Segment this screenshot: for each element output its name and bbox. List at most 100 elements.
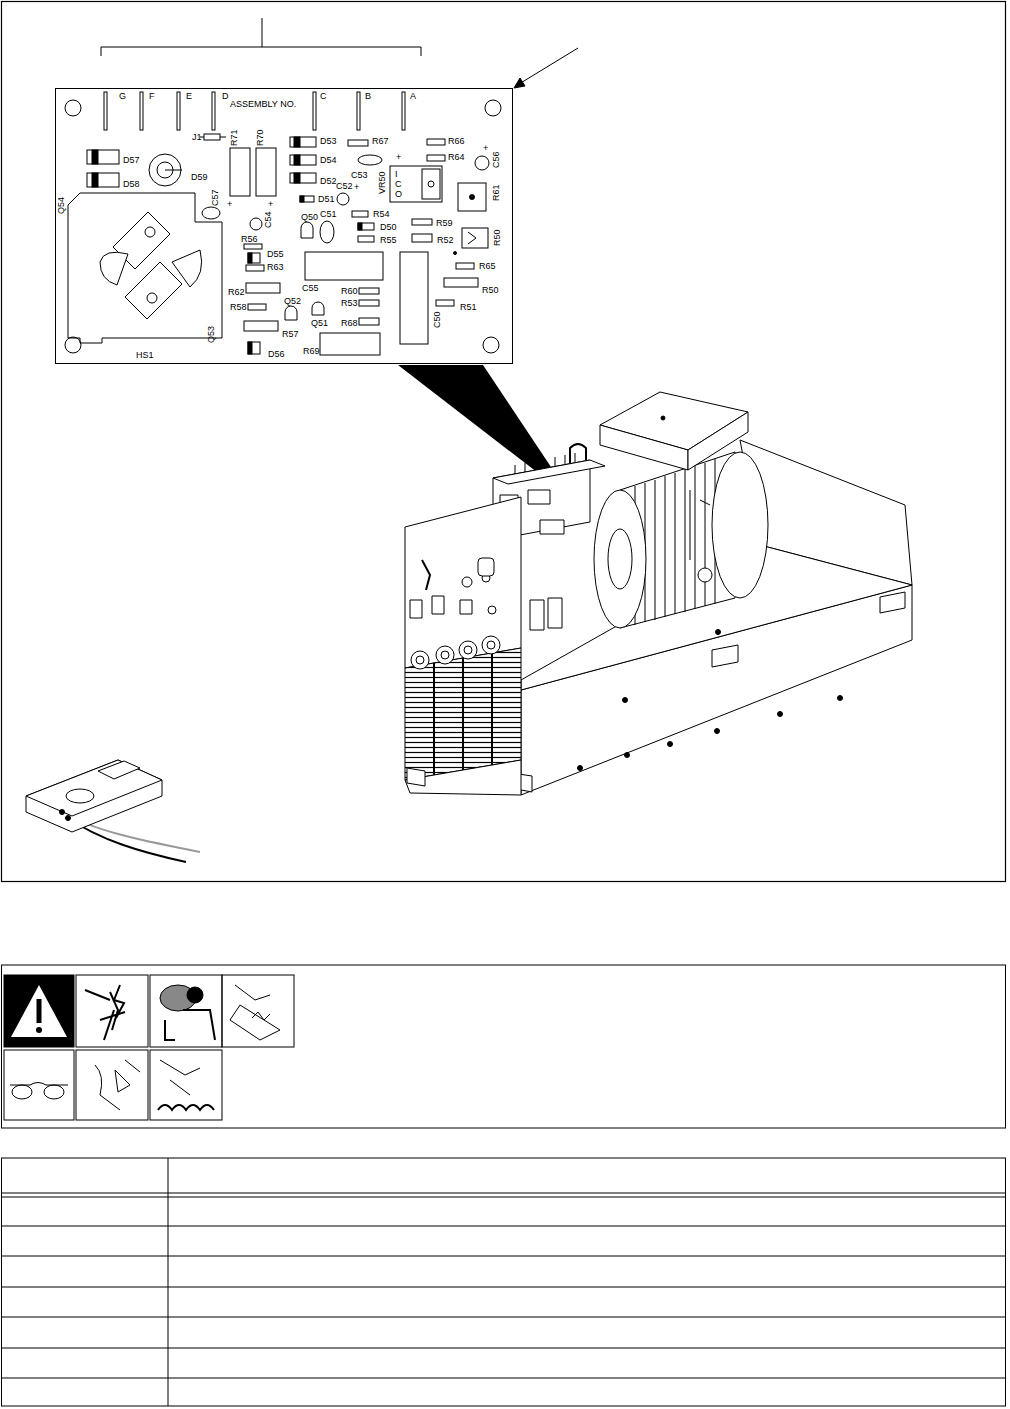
board-parts-part bbox=[454, 252, 457, 255]
board-parts-part bbox=[475, 156, 489, 170]
part-label: R58 bbox=[230, 303, 247, 312]
part-label: D57 bbox=[123, 156, 140, 165]
multimeter-part bbox=[26, 760, 162, 816]
welding-generator-part bbox=[478, 558, 494, 576]
part-label: R56 bbox=[241, 235, 258, 244]
welding-generator-part bbox=[690, 490, 710, 560]
safety-symbols-part bbox=[150, 975, 222, 1047]
welding-generator-part bbox=[515, 453, 575, 474]
safety-symbols-part bbox=[85, 990, 125, 1040]
part-label: D59 bbox=[191, 173, 208, 182]
welding-generator-part bbox=[880, 592, 905, 613]
board-parts-part bbox=[470, 195, 475, 200]
board-parts-part bbox=[250, 218, 262, 230]
part-label: R71 bbox=[230, 129, 239, 146]
safety-symbols-part bbox=[230, 985, 280, 1040]
board-parts-part bbox=[92, 150, 98, 164]
board-parts-part bbox=[485, 100, 501, 116]
welding-generator-part bbox=[493, 460, 605, 484]
part-label: J1 bbox=[192, 133, 202, 142]
board-parts-part bbox=[68, 193, 222, 343]
welding-generator-part bbox=[405, 648, 521, 780]
part-label: I bbox=[395, 170, 398, 179]
part-label: G bbox=[119, 92, 126, 101]
part-label: C55 bbox=[302, 284, 319, 293]
part-label: R68 bbox=[341, 319, 358, 328]
safety-symbols-part bbox=[252, 1012, 270, 1020]
board-parts-part bbox=[359, 318, 379, 325]
part-label: R54 bbox=[373, 210, 390, 219]
board-parts-part bbox=[65, 337, 81, 353]
safety-symbols-part bbox=[37, 999, 42, 1023]
welding-generator-part bbox=[578, 766, 583, 771]
welding-generator-part bbox=[530, 600, 544, 630]
welding-generator-part bbox=[411, 651, 429, 669]
board-parts-part bbox=[248, 253, 260, 263]
board-parts-part bbox=[320, 333, 380, 355]
board-parts-part bbox=[357, 92, 360, 130]
part-label: C50 bbox=[433, 311, 442, 328]
part-label: R62 bbox=[228, 288, 245, 297]
part-label: + bbox=[354, 183, 359, 192]
board-parts-part bbox=[294, 155, 300, 165]
welding-generator-part bbox=[838, 696, 843, 701]
board-parts-part bbox=[358, 155, 382, 165]
circuit-board: GFEDASSEMBLY NO.CBAJ1R71R70D53R67R66D57D… bbox=[55, 88, 513, 364]
part-label: D53 bbox=[320, 137, 337, 146]
welding-generator-part bbox=[434, 653, 492, 775]
board-parts-part bbox=[348, 140, 368, 146]
board-parts-part bbox=[427, 155, 445, 161]
board-parts-part bbox=[400, 252, 428, 344]
safety-symbols-part bbox=[4, 975, 74, 1047]
welding-generator-part bbox=[488, 606, 496, 614]
welding-generator-part bbox=[548, 598, 562, 628]
board-parts-part bbox=[462, 228, 488, 248]
board-parts-part bbox=[458, 183, 486, 211]
welding-generator-part bbox=[482, 636, 500, 654]
multimeter bbox=[26, 760, 200, 862]
board-parts-part bbox=[92, 173, 98, 187]
board-parts-part bbox=[104, 92, 107, 130]
part-label: D52 bbox=[320, 177, 337, 186]
board-parts-part bbox=[313, 92, 316, 130]
board-parts-part bbox=[456, 263, 474, 269]
part-label: D56 bbox=[268, 350, 285, 359]
board-parts-part bbox=[177, 92, 180, 130]
welding-generator-part bbox=[698, 568, 712, 582]
board-parts-part bbox=[312, 302, 324, 315]
part-label: O bbox=[395, 190, 402, 199]
part-label: + bbox=[483, 144, 488, 153]
part-label: R63 bbox=[267, 263, 284, 272]
welding-generator-part bbox=[625, 753, 630, 758]
part-label: E bbox=[186, 92, 192, 101]
welding-generator-part bbox=[715, 729, 720, 734]
board-parts-part bbox=[248, 342, 252, 354]
part-label: C56 bbox=[492, 151, 501, 168]
welding-generator-part bbox=[668, 742, 673, 747]
board-parts-part bbox=[87, 173, 119, 187]
board-parts-part bbox=[290, 137, 316, 147]
part-label: R70 bbox=[256, 129, 265, 146]
part-label: Q51 bbox=[311, 319, 328, 328]
board-parts-part bbox=[230, 148, 250, 196]
part-label: R51 bbox=[460, 303, 477, 312]
board-parts-part bbox=[65, 100, 81, 116]
safety-symbols-part bbox=[10, 1083, 68, 1086]
part-label: + bbox=[396, 153, 401, 162]
welding-generator-part bbox=[661, 416, 665, 420]
safety-symbols-part bbox=[36, 1027, 42, 1033]
part-label: HS1 bbox=[136, 351, 154, 360]
board-parts-part bbox=[149, 154, 181, 186]
part-label: R50 bbox=[493, 229, 502, 246]
part-label: C51 bbox=[320, 210, 337, 219]
board-parts bbox=[65, 92, 501, 355]
pin-bracket-part bbox=[101, 18, 421, 56]
part-label: D51 bbox=[318, 195, 335, 204]
safety-symbols-part bbox=[11, 985, 67, 1037]
safety-symbols-part bbox=[76, 1050, 148, 1120]
part-label: R66 bbox=[448, 137, 465, 146]
part-label: ASSEMBLY NO. bbox=[230, 100, 296, 109]
part-label: VR50 bbox=[378, 171, 387, 194]
part-label: C52 bbox=[336, 182, 353, 191]
